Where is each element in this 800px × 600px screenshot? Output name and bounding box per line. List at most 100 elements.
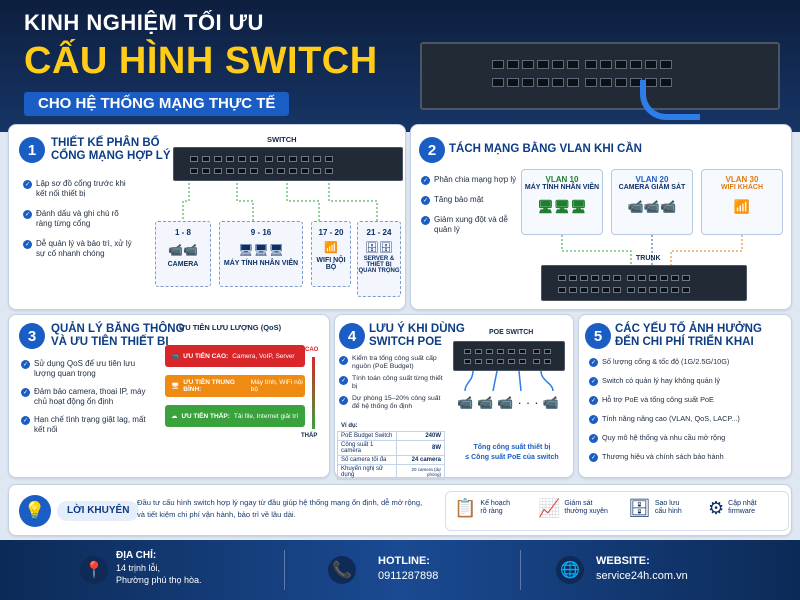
vlan-20-box: VLAN 20 CAMERA GIÁM SÁT 📹📹📹 [611,169,693,235]
footer-website: WEBSITE: service24h.com.vn [596,554,688,584]
switch-port [313,168,321,174]
check-icon: ✓ [23,180,32,189]
qos-level-high: 📹ƯU TIÊN CAO:Camera, VoIP, Server [165,345,305,367]
switch-port [475,359,482,364]
port-group-server: 21 - 24 🗄🗄 SERVER & THIẾT BỊ QUAN TRỌNG [357,221,401,297]
location-pin-icon: 📍 [80,556,108,584]
switch-port [567,78,579,87]
section-4-title: LƯU Ý KHI DÙNG SWITCH POE [369,323,465,349]
section-1-bullets: ✓Lập sơ đồ cổng trước khi kết nối thiết … [23,179,135,259]
section-1-bullet: ✓Đánh dấu và ghi chú rõ ràng từng cổng [23,209,119,228]
check-icon: ✓ [21,388,30,397]
footer-hotline-number[interactable]: 0911287898 [378,570,439,582]
header-line2: CẤU HÌNH SWITCH [24,40,378,82]
check-icon: ✓ [589,434,598,443]
section-3-title-line1: QUẢN LÝ BĂNG THÔNG [51,323,185,335]
switch-port [682,275,690,281]
footer-divider [284,550,285,590]
section-5-bullet: ✓Thương hiệu và chính sách bảo hành [589,452,724,462]
check-icon: ✓ [589,377,598,386]
switch-port [615,78,627,87]
switch-port [277,168,285,174]
section-5-bullets: ✓Số lượng cổng & tốc độ (1G/2.5G/10G) ✓S… [589,357,789,462]
switch-port [552,60,564,69]
switch-port [600,78,612,87]
footer-divider [520,550,521,590]
wifi-router-icon: 📶 [324,242,338,254]
gear-icon: ⚙ [708,498,725,518]
switch-port [289,156,297,162]
switch-port [585,60,597,69]
section-3-bullet: ✓Đảm bảo camera, thoại IP, máy chủ hoạt … [21,387,146,406]
camera-icon: 📹📹📹 [627,199,677,214]
switch-port [567,60,579,69]
camera-icon: 📹 [171,353,180,360]
footer-website-link[interactable]: service24h.com.vn [596,570,688,582]
switch-port [649,275,657,281]
section-1-bullet: ✓Lập sơ đồ cổng trước khi kết nối thiết … [23,179,126,198]
computer-icon: 🖥🖥🖥 [238,243,284,257]
switch-port [301,156,309,162]
footer-website-label: WEBSITE: [596,555,650,567]
check-icon: ✓ [589,358,598,367]
switch-port [660,287,668,293]
check-icon: ✓ [421,196,430,205]
server-icon: 🗄🗄 [365,242,393,254]
switch-port [313,156,321,162]
section-5-bullet: ✓Tính năng nâng cao (VLAN, QoS, LACP...) [589,414,740,424]
check-icon: ✓ [21,416,30,425]
section-2-title: TÁCH MẠNG BẰNG VLAN KHI CẦN [449,143,642,155]
check-icon: ✓ [339,376,348,385]
monitor-chart-icon: 📈 [538,498,561,518]
section-5-bullet: ✓Quy mô hệ thống và nhu cầu mở rộng [589,433,726,443]
footer-address-line1: 14 trịnh lỗi, [116,563,161,573]
check-icon: ✓ [23,210,32,219]
check-icon: ✓ [421,176,430,185]
advice-label: LỜI KHUYÊN [57,501,140,521]
section-5-bullet: ✓Số lượng cổng & tốc độ (1G/2.5G/10G) [589,357,730,367]
switch-port [325,156,333,162]
section-4-title-line1: LƯU Ý KHI DÙNG [369,323,465,335]
switch-port [522,78,534,87]
section-5-title: CÁC YẾU TỐ ẢNH HƯỞNG ĐẾN CHI PHÍ TRIỂN K… [615,323,762,349]
switch-port [600,60,612,69]
section-1-title-line1: THIẾT KẾ PHÂN BỔ [51,137,160,149]
section-1-bullet: ✓Dễ quản lý và bảo trì, xử lý sự cố nhan… [23,239,132,258]
advice-text-line1: Đầu tư cấu hình switch hợp lý ngay từ đầ… [137,498,423,507]
computer-icon: 🖥 [171,383,180,390]
section-3-card: 3 QUẢN LÝ BĂNG THÔNG VÀ ƯU TIÊN THIẾT BỊ… [8,314,330,478]
switch-port [508,349,515,354]
port-connectors [182,183,378,221]
section-5-card: 5 CÁC YẾU TỐ ẢNH HƯỞNG ĐẾN CHI PHÍ TRIỂN… [578,314,792,478]
switch-port [537,78,549,87]
database-icon: 🗄 [628,498,651,518]
poe-cables [464,371,554,392]
section-5-bullet: ✓Hỗ trợ PoE và tổng công suất PoE [589,395,714,405]
vlan-switch-image [541,265,747,301]
section-4-number: 4 [339,323,365,349]
switch-port [552,78,564,87]
switch-port [544,349,551,354]
cloud-download-icon: ☁ [171,413,178,420]
switch-port [627,287,635,293]
section-2-number: 2 [419,137,445,163]
phone-icon: 📞 [328,556,356,584]
switch-port [627,275,635,281]
section-2-bullet: ✓Giảm xung đột và dễ quản lý [421,215,508,234]
wifi-router-icon: 📶 [733,199,751,214]
poe-formula-line1: Tổng công suất thiết bị [473,444,551,451]
checklist-icon: 📋 [454,498,477,518]
port-group-pc: 9 - 16 🖥🖥🖥 MÁY TÍNH NHÂN VIÊN [219,221,303,287]
section-5-title-line2: ĐẾN CHI PHÍ TRIỂN KHAI [615,336,754,348]
qos-title: ƯU TIÊN LƯU LƯỢNG (QoS) [179,323,282,332]
switch-port [544,359,551,364]
port-group-camera: 1 - 8 📹📹 CAMERA [155,221,211,287]
switch-port [301,168,309,174]
check-icon: ✓ [589,396,598,405]
header-line3: CHO HỆ THỐNG MẠNG THỰC TẾ [24,92,290,116]
switch-port [475,349,482,354]
switch-port [682,287,690,293]
